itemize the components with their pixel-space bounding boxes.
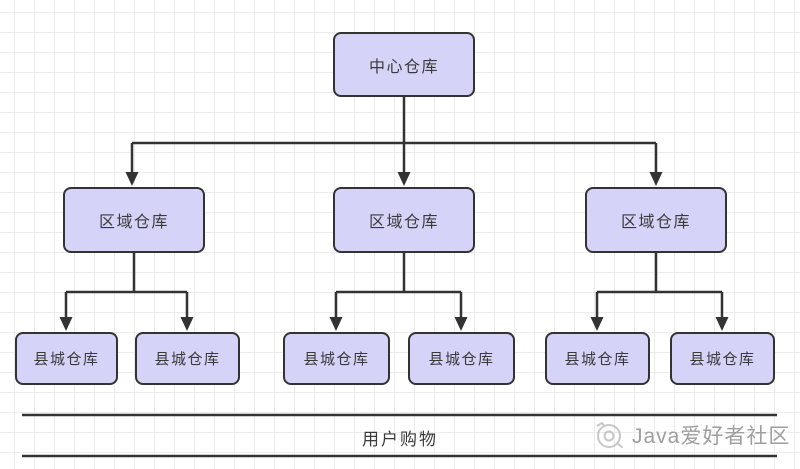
node-central-warehouse: 中心仓库 [333,32,475,97]
node-regional-warehouse-1: 区域仓库 [63,187,205,253]
node-label: 中心仓库 [368,58,439,76]
camera-lens-icon [593,420,625,450]
node-regional-warehouse-3: 区域仓库 [585,187,727,253]
watermark: Java爱好者社区 [593,420,790,450]
node-county-warehouse-6: 县城仓库 [670,332,775,385]
node-county-warehouse-3: 县城仓库 [283,332,390,385]
node-county-warehouse-5: 县城仓库 [545,332,650,385]
node-label: 县城仓库 [303,351,370,368]
node-label: 县城仓库 [428,351,495,368]
footer-user-shopping-label: 用户购物 [362,430,438,449]
node-label: 县城仓库 [689,351,756,368]
node-label: 区域仓库 [368,214,439,231]
watermark-text: Java爱好者社区 [632,425,791,448]
node-regional-warehouse-2: 区域仓库 [333,187,475,253]
node-label: 县城仓库 [33,351,100,368]
node-county-warehouse-4: 县城仓库 [408,332,515,385]
node-label: 区域仓库 [98,214,169,231]
node-county-warehouse-2: 县城仓库 [135,332,240,385]
node-label: 县城仓库 [564,351,631,368]
node-label: 县城仓库 [154,351,221,368]
node-label: 区域仓库 [620,214,691,231]
node-county-warehouse-1: 县城仓库 [15,332,118,385]
